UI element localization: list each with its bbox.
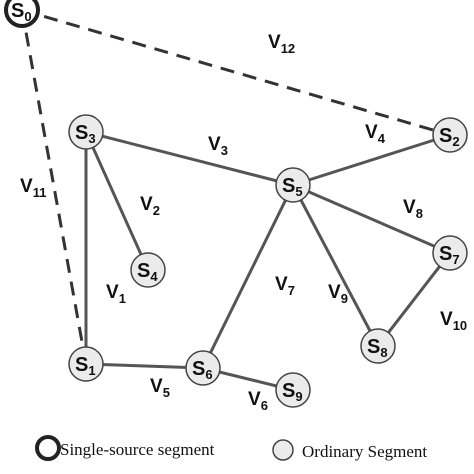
- edge-s0-s2: [21, 8, 451, 137]
- edge-label-v8: V8: [403, 197, 423, 221]
- node-s8: S8: [360, 328, 396, 364]
- node-label-s8: S8: [367, 336, 388, 360]
- edge-label-v6: V6: [248, 389, 268, 413]
- node-s0: S0: [4, 0, 40, 28]
- node-label-s9: S9: [282, 380, 303, 404]
- ordinary-node-circle: [432, 235, 468, 271]
- node-s4: S4: [130, 252, 166, 288]
- edge-s5-s2: [292, 133, 451, 187]
- node-label-s6: S6: [192, 358, 213, 382]
- node-s3: S3: [68, 114, 104, 150]
- ordinary-node-circle: [275, 372, 311, 408]
- node-s6: S6: [185, 350, 221, 386]
- edge-s3-s5: [85, 130, 294, 187]
- node-s2: S2: [432, 117, 468, 153]
- edge-s3-s4: [84, 131, 150, 271]
- legend-ordinary-label: Ordinary Segment: [302, 442, 427, 461]
- ordinary-node-circle: [185, 350, 221, 386]
- ordinary-node-circle: [275, 167, 311, 203]
- edge-label-v7: V7: [275, 274, 295, 298]
- edge-s1-s6: [85, 362, 204, 370]
- node-s1: S1: [68, 346, 104, 382]
- edge-label-v12: V12: [268, 32, 295, 56]
- edge-label-v2: V2: [140, 194, 160, 218]
- ordinary-node-circle: [130, 252, 166, 288]
- edge-label-v5: V5: [150, 376, 170, 400]
- ordinary-node-circle: [68, 346, 104, 382]
- single-source-legend-icon: [35, 435, 61, 461]
- node-label-s3: S3: [75, 122, 96, 146]
- edge-label-v9: V9: [328, 282, 348, 306]
- edge-s6-s5: [201, 184, 295, 369]
- node-s5: S5: [275, 167, 311, 203]
- edge-s5-s8: [291, 184, 380, 347]
- edge-label-v4: V4: [365, 122, 386, 146]
- node-label-s7: S7: [439, 243, 460, 267]
- node-s7: S7: [432, 235, 468, 271]
- edge-s0-s1: [20, 9, 88, 365]
- ordinary-node-circle: [360, 328, 396, 364]
- edge-s5-s7: [292, 183, 451, 255]
- ordinary-node-circle: [68, 114, 104, 150]
- ordinary-legend-icon: [272, 439, 294, 461]
- edge-label-v1: V1: [106, 282, 126, 306]
- legend-ordinary: Ordinary Segment: [272, 439, 427, 461]
- legend: Single-source segment Ordinary Segment: [35, 435, 427, 461]
- node-label-s1: S1: [75, 354, 96, 378]
- ordinary-node-circle: [432, 117, 468, 153]
- edge-label-v3: V3: [208, 134, 228, 158]
- node-label-s5: S5: [282, 175, 303, 199]
- edge-label-v10: V10: [440, 309, 467, 333]
- node-label-s0: S0: [11, 0, 32, 24]
- legend-single-source-label: Single-source segment: [60, 440, 215, 459]
- node-s9: S9: [275, 372, 311, 408]
- edge-s7-s8: [376, 252, 452, 347]
- node-label-s2: S2: [439, 125, 460, 149]
- single-source-node-circle: [4, 0, 40, 28]
- node-label-s4: S4: [137, 260, 158, 284]
- legend-single-source: Single-source segment: [35, 435, 215, 461]
- edge-label-v11: V11: [20, 176, 46, 200]
